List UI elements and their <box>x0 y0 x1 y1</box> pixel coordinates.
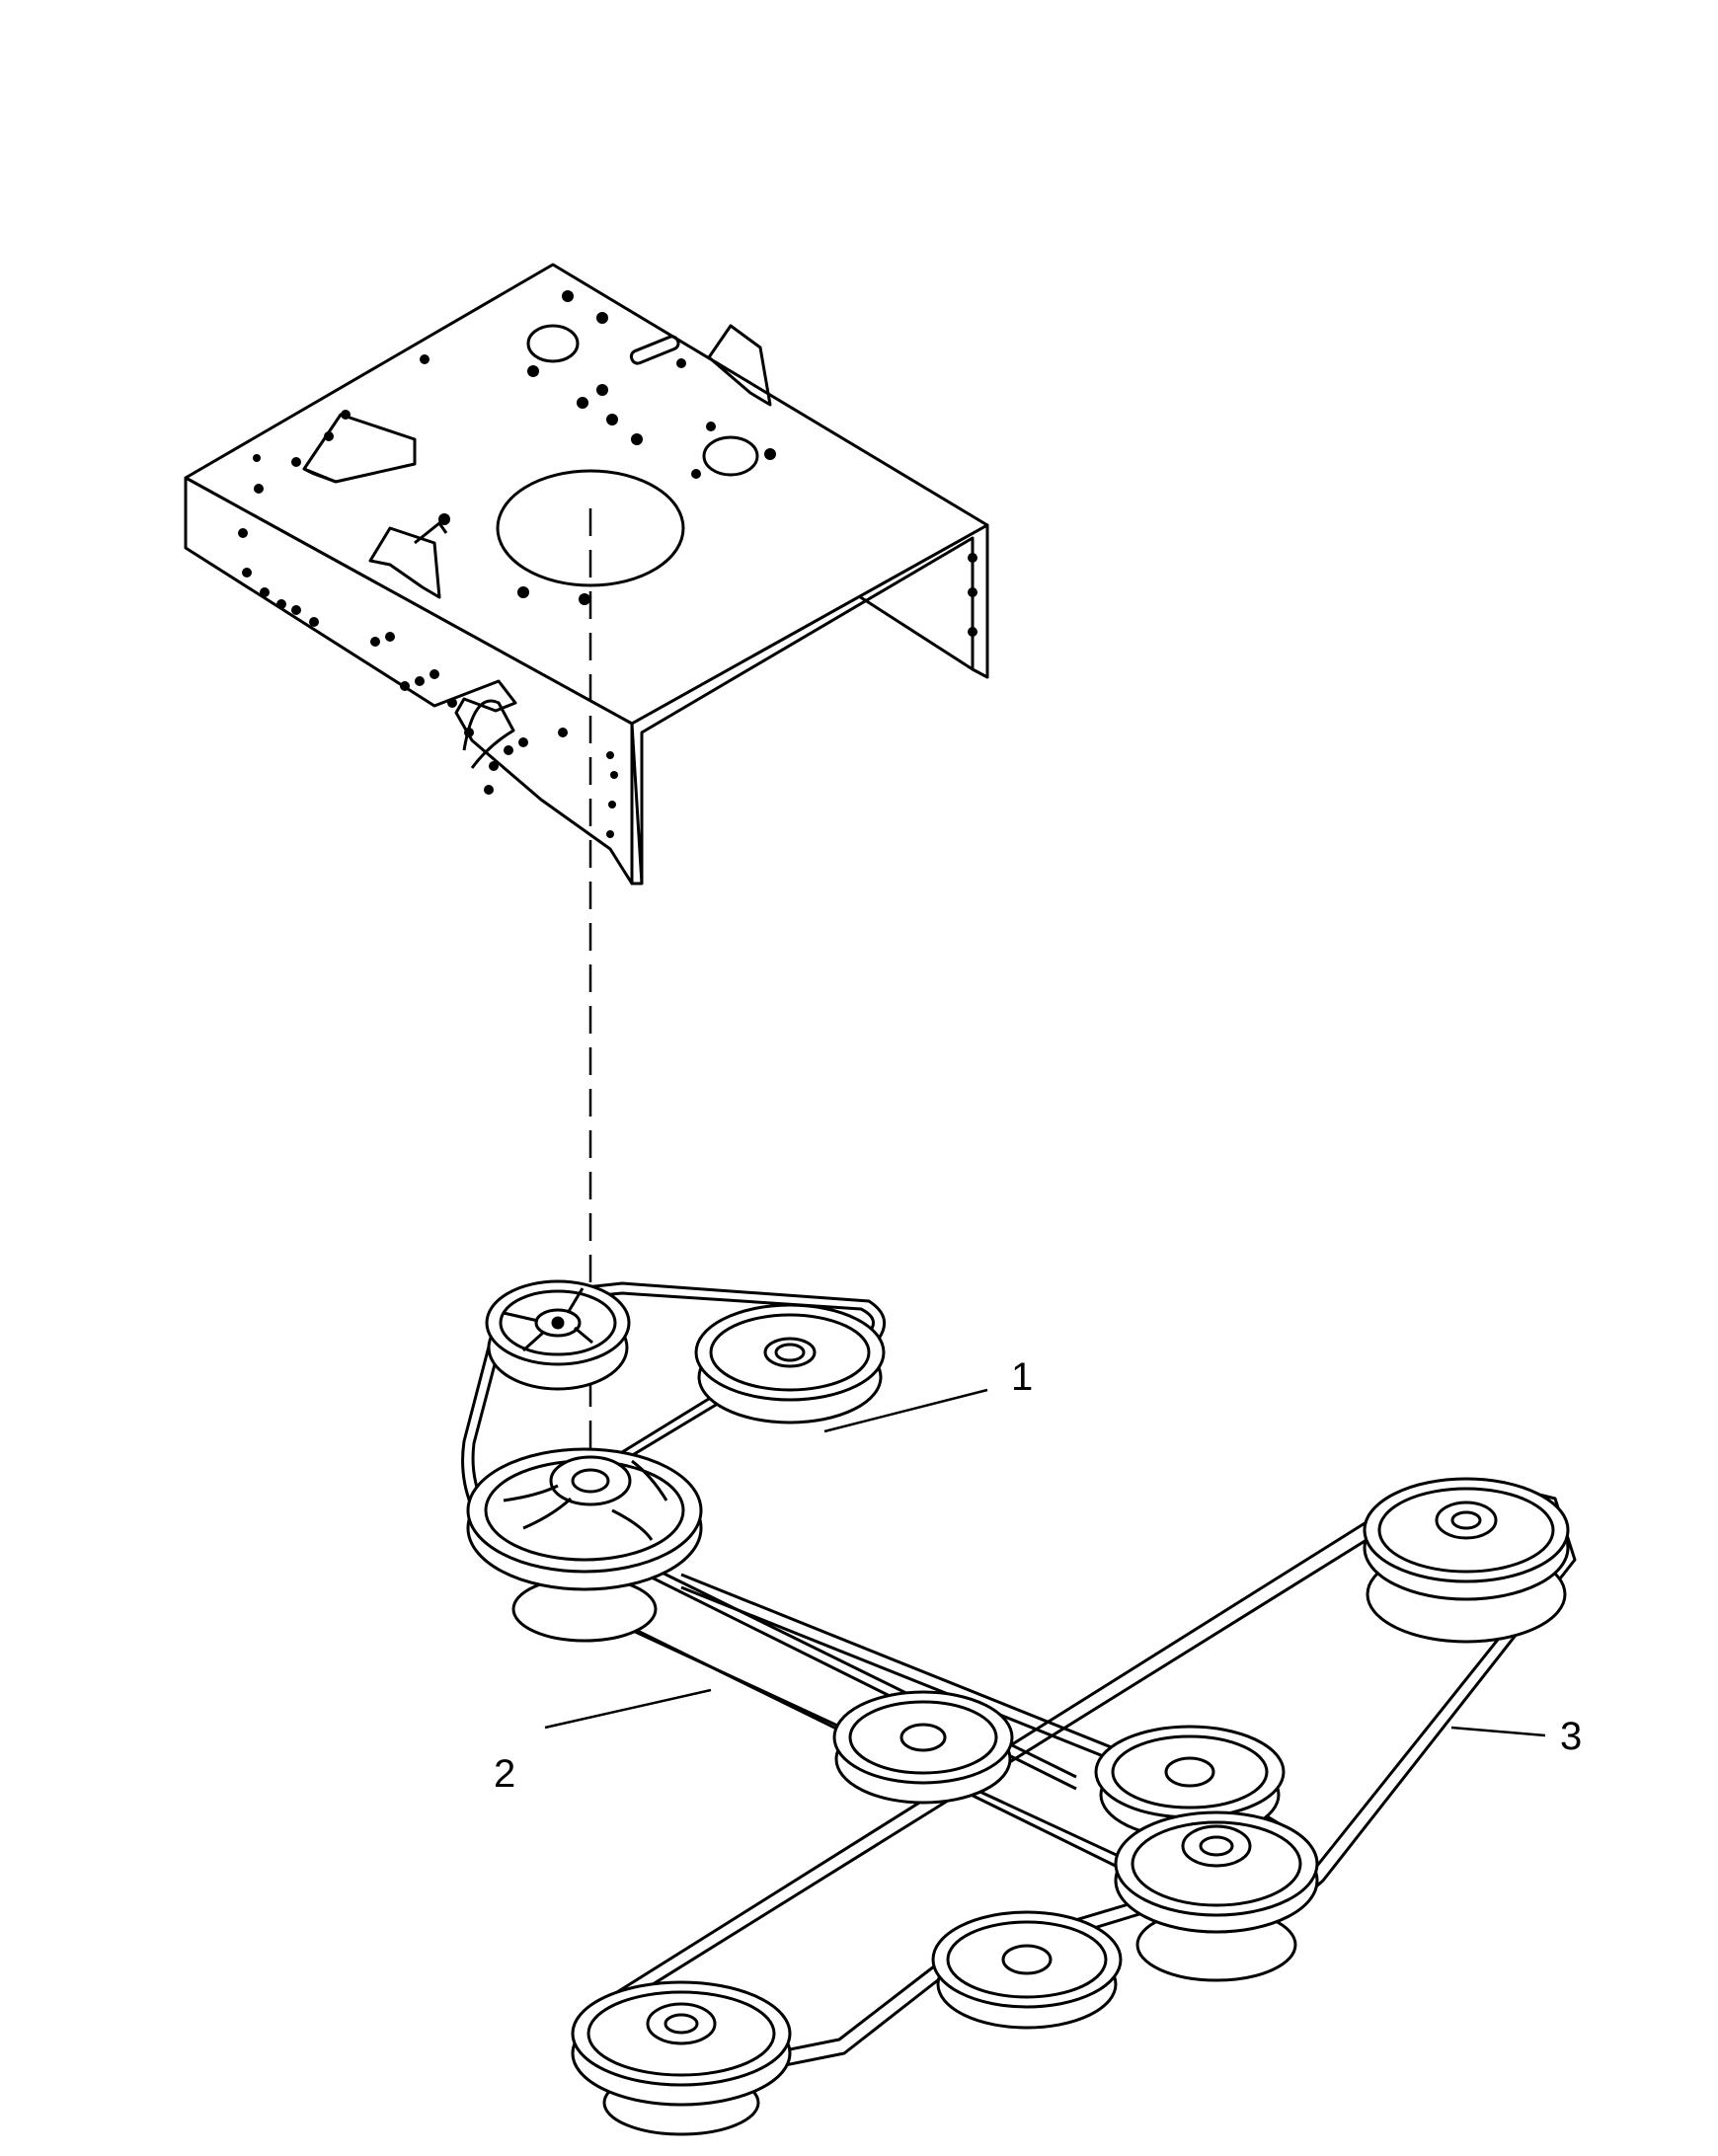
callout-2: 2 <box>494 1752 515 1796</box>
callout-1: 1 <box>1011 1355 1033 1399</box>
callout-3: 3 <box>1560 1715 1582 1758</box>
leader-lines <box>545 1390 1545 1735</box>
deck-housing <box>186 265 987 884</box>
pulley-bottom-middle <box>933 1912 1121 2028</box>
pulleys <box>468 1281 1568 2134</box>
pulley-bottom-left <box>573 1982 790 2134</box>
leader-3 <box>1451 1728 1545 1735</box>
leader-1 <box>824 1390 987 1431</box>
pulley-middle-right <box>1096 1727 1284 1838</box>
pulley-middle-left <box>834 1692 1012 1803</box>
pulley-main-drive <box>468 1449 701 1641</box>
pulley-top-left <box>487 1281 629 1389</box>
pulley-top-right <box>696 1305 884 1423</box>
pulley-right-center <box>1116 1812 1317 1980</box>
leader-2 <box>545 1690 711 1728</box>
deck-mounting-holes <box>238 290 977 838</box>
pulley-far-right <box>1365 1479 1568 1642</box>
